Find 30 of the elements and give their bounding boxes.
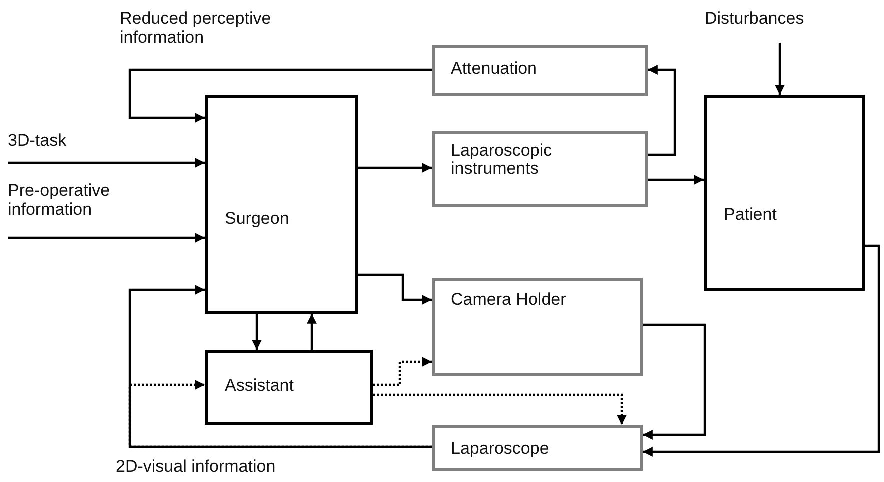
- arrow: [252, 314, 262, 350]
- node-label: Laparoscope: [451, 440, 550, 458]
- node-label: Surgeon: [225, 210, 290, 228]
- node-label: Attenuation: [451, 60, 538, 78]
- process-box: [205, 95, 358, 314]
- arrow: [8, 158, 205, 168]
- dotted-arrow: [373, 357, 432, 386]
- arrow: [648, 175, 704, 185]
- process-box: [432, 45, 648, 96]
- node-label: Laparoscopic instruments: [451, 142, 554, 178]
- process-box: [205, 350, 373, 425]
- arrow: [358, 274, 432, 305]
- arrow: [307, 314, 317, 350]
- node-label: Patient: [724, 206, 777, 224]
- process-box: [432, 131, 648, 207]
- process-box: [432, 425, 643, 471]
- arrow: [648, 65, 676, 156]
- arrow: [128, 285, 432, 448]
- arrow: [128, 68, 432, 123]
- node-label: Camera Holder: [451, 291, 566, 309]
- arrow: [8, 233, 205, 243]
- node-label: Assistant: [225, 377, 294, 395]
- process-box: [432, 278, 643, 376]
- arrow: [643, 244, 880, 457]
- arrow: [643, 324, 706, 440]
- process-box: [704, 95, 865, 291]
- arrow: [775, 43, 785, 95]
- dotted-arrow: [128, 380, 432, 448]
- arrow: [358, 163, 432, 173]
- dotted-arrow: [373, 394, 627, 425]
